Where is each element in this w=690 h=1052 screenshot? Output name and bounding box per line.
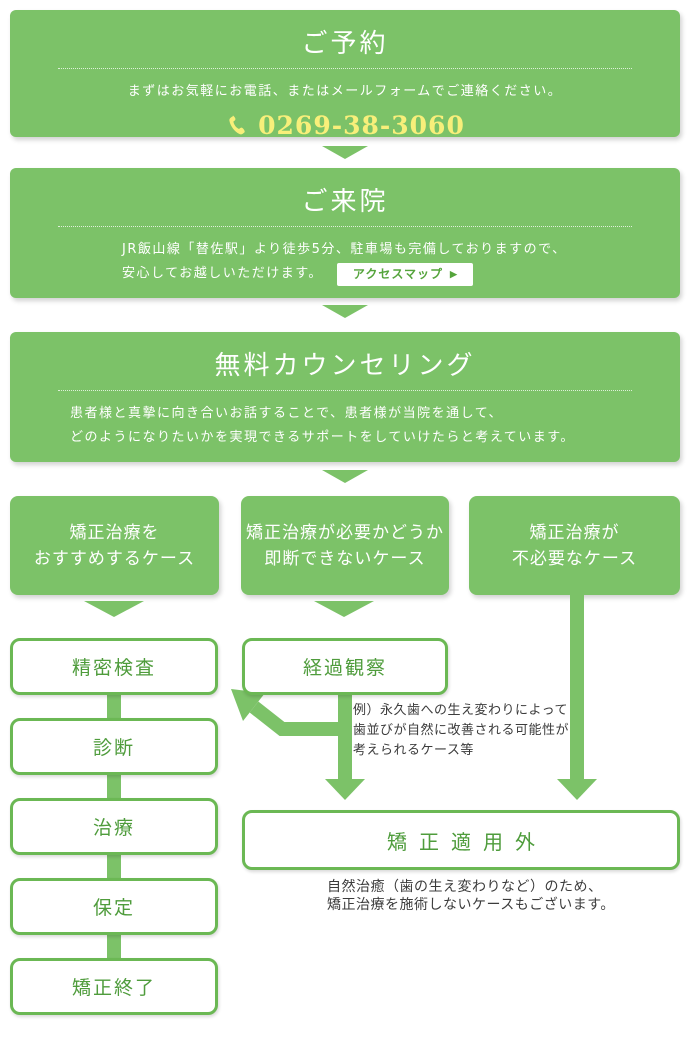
flow-label-diagnosis: 診断 [92, 737, 135, 759]
flow-box-examination: 精密検査 [10, 638, 218, 695]
step-box-visit: ご来院 JR飯山線「替佐駅」より徒歩5分、駐車場も完備しておりますので、 安心し… [10, 168, 680, 298]
case-undecided-line2: 即断できないケース [264, 548, 426, 569]
flow-box-treatment: 治療 [10, 798, 218, 855]
case-undecided-line1: 矯正治療が必要かどうか [246, 522, 444, 543]
step-body-visit: JR飯山線「替佐駅」より徒歩5分、駐車場も完備しておりますので、 安心してお越し… [10, 238, 680, 286]
phone-number: 0269-38-3060 [258, 111, 465, 140]
right-triangle-icon: ▶ [449, 268, 457, 279]
down-arrow-icon [84, 601, 144, 617]
visit-body-line1: JR飯山線「替佐駅」より徒歩5分、駐車場も完備しておりますので、 [122, 242, 567, 257]
counseling-body-line1: 患者様と真摯に向き合いお話することで、患者様が当院を通して、 [70, 406, 504, 421]
step-title-counseling: 無料カウンセリング [214, 351, 476, 381]
connector-line [107, 693, 121, 720]
case-recommended-line1: 矯正治療を [69, 522, 160, 543]
flow-box-not-applicable: 矯正適用外 [242, 810, 680, 870]
connector-line [107, 933, 121, 960]
flow-box-diagnosis: 診断 [10, 718, 218, 775]
flow-label-treatment: 治療 [92, 817, 135, 839]
observation-note-line2: 歯並びが自然に改善される可能性が [353, 723, 570, 738]
counseling-body-line2: どのようになりたいかを実現できるサポートをしていけたらと考えています。 [70, 430, 575, 445]
down-arrow-icon [322, 470, 368, 483]
phone-icon [225, 114, 249, 138]
access-map-label: アクセスマップ [352, 266, 443, 281]
title-divider [58, 390, 632, 391]
case-recommended-line2: おすすめするケース [33, 548, 196, 569]
flow-label-not-applicable: 矯正適用外 [387, 829, 547, 854]
step-body-counseling: 患者様と真摯に向き合いお話することで、患者様が当院を通して、 どのようになりたい… [10, 402, 680, 450]
case-unnecessary-line1: 矯正治療が [529, 522, 620, 543]
case-box-recommended: 矯正治療を おすすめするケース [10, 496, 219, 595]
connector-line [570, 594, 584, 780]
observation-note-line1: 例）永久歯への生え変わりによって [353, 703, 568, 718]
case-box-undecided: 矯正治療が必要かどうか 即断できないケース [241, 496, 449, 595]
flow-box-retention: 保定 [10, 878, 218, 935]
step-title-reservation: ご予約 [301, 29, 389, 59]
flow-label-examination: 精密検査 [71, 657, 156, 679]
step-box-counseling: 無料カウンセリング 患者様と真摯に向き合いお話することで、患者様が当院を通して、… [10, 332, 680, 462]
not-applicable-note: 自然治癒（歯の生え変わりなど）のため、 矯正治療を施術しないケースもございます。 [327, 878, 615, 914]
visit-body-line2: 安心してお越しいただけます。 [122, 266, 323, 281]
down-arrow-icon [322, 305, 368, 318]
flow-label-retention: 保定 [92, 897, 135, 919]
title-divider [58, 226, 632, 227]
case-unnecessary-line2: 不必要なケース [511, 548, 638, 569]
flow-box-observation: 経過観察 [242, 638, 448, 695]
bent-left-arrow-icon [231, 689, 352, 736]
down-arrowhead-icon [325, 779, 365, 800]
title-divider [58, 68, 632, 69]
down-arrow-icon [314, 601, 374, 617]
connector-line [107, 773, 121, 800]
step-box-reservation: ご予約 まずはお気軽にお電話、またはメールフォームでご連絡ください。 0269-… [10, 10, 680, 140]
down-arrow-icon [322, 146, 368, 159]
flow-box-finish: 矯正終了 [10, 958, 218, 1015]
step-body-reservation: まずはお気軽にお電話、またはメールフォームでご連絡ください。 [127, 84, 563, 99]
case-box-unnecessary: 矯正治療が 不必要なケース [469, 496, 680, 595]
down-arrowhead-icon [557, 779, 597, 800]
access-map-button[interactable]: アクセスマップ ▶ [336, 262, 473, 286]
flow-label-observation: 経過観察 [302, 657, 387, 679]
flow-label-finish: 矯正終了 [71, 977, 156, 999]
observation-note-line3: 考えられるケース等 [353, 743, 474, 758]
step-title-visit: ご来院 [301, 187, 389, 217]
observation-note: 例）永久歯への生え変わりによって 歯並びが自然に改善される可能性が 考えられるケ… [353, 701, 569, 761]
connector-line [107, 853, 121, 880]
phone-row: 0269-38-3060 [10, 111, 680, 140]
not-applicable-note-line2: 矯正治療を施術しないケースもございます。 [327, 897, 615, 913]
not-applicable-note-line1: 自然治癒（歯の生え変わりなど）のため、 [327, 879, 603, 895]
